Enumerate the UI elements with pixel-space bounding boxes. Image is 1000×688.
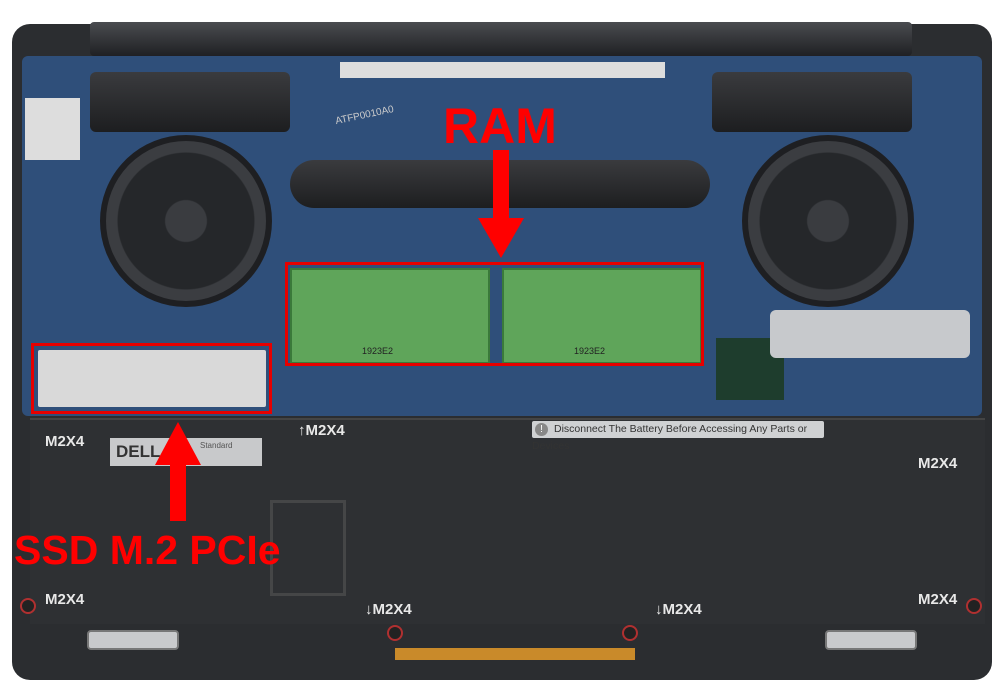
ram-arrow [478, 150, 524, 258]
ram-highlight-box [285, 262, 704, 366]
flex-cable [395, 648, 635, 660]
warning-icon: ! [535, 422, 548, 436]
battery-type: Standard [200, 441, 233, 450]
recycle-bin-crossed-icon [270, 500, 346, 596]
ssd-drive [38, 350, 266, 407]
ram-label: 1923E2 [574, 346, 606, 356]
fan-left [100, 135, 272, 307]
screw-label: M2X4 [918, 455, 958, 472]
screw-label: M2X4 [45, 433, 85, 450]
ram-module-1: 1923E2 [290, 268, 490, 364]
screw-label: ↓M2X4 [365, 601, 412, 618]
ssd-arrow [155, 422, 201, 521]
ram-label: 1923E2 [362, 346, 394, 356]
screw [20, 598, 36, 614]
dell-logo: DELL [116, 442, 161, 461]
ssd-highlight-box [31, 343, 272, 414]
heatsink-right [712, 72, 912, 132]
speaker-right [825, 630, 917, 650]
top-sticker [340, 62, 665, 78]
speaker-left [87, 630, 179, 650]
heatsink-left [90, 72, 290, 132]
screw-label: M2X4 [918, 591, 958, 608]
screw [622, 625, 638, 641]
wifi-card [25, 98, 80, 160]
display-hinge [90, 22, 912, 56]
heat-bracket [770, 310, 970, 358]
screw [387, 625, 403, 641]
warning-text: Disconnect The Battery Before Accessing … [532, 423, 808, 452]
battery-warning: !Disconnect The Battery Before Accessing… [532, 421, 824, 452]
fan-right [742, 135, 914, 307]
ssd-annotation: SSD M.2 PCIe [14, 527, 281, 573]
ram-annotation: RAM [443, 98, 557, 154]
screw-label: ↑M2X4 [298, 422, 345, 439]
screw [966, 598, 982, 614]
screw-label: M2X4 [45, 591, 85, 608]
screw-label: ↓M2X4 [655, 601, 702, 618]
